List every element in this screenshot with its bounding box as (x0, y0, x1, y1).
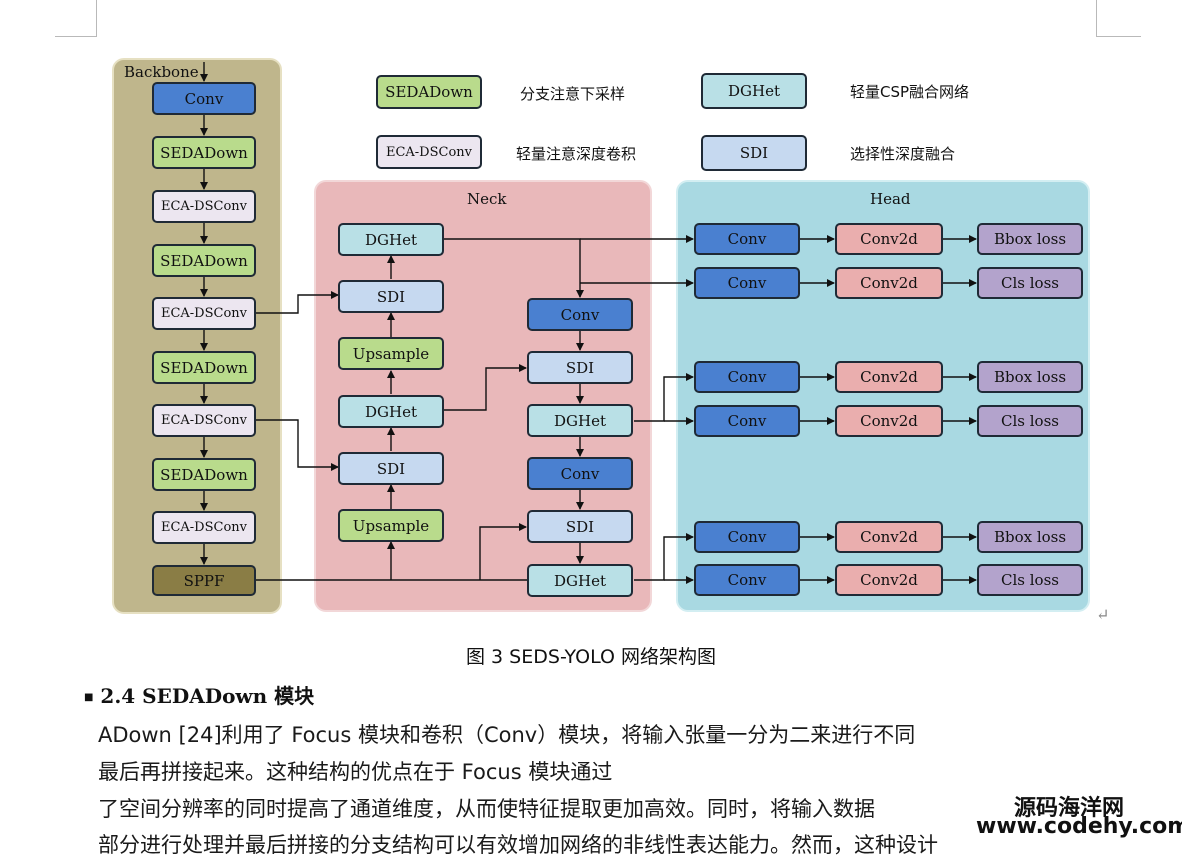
paragraph-line-2: 最后再拼接起来。这种结构的优点在于 Focus 模块通过 (98, 760, 613, 784)
paragraph-line-4: 部分进行处理并最后拼接的分支结构可以有效增加网络的非线性表达能力。然而，这种设计 (98, 833, 938, 857)
section-heading-text: 2.4 SEDADown 模块 (100, 684, 315, 708)
backbone-eca-block-4: ECA-DSConv (152, 511, 256, 544)
legend-eca-block: ECA-DSConv (376, 135, 482, 169)
watermark-title: 源码海洋网 (1014, 796, 1125, 821)
head-conv-block-2: Conv (694, 267, 800, 299)
head-bbox-loss-block-1: Bbox loss (977, 223, 1083, 255)
head-conv2d-block-5: Conv2d (835, 521, 943, 553)
neck-upsample-block-top: Upsample (338, 337, 444, 370)
head-conv-block-3: Conv (694, 361, 800, 393)
legend-dghet-block: DGHet (701, 73, 807, 109)
neck-title: Neck (467, 190, 507, 208)
legend-sedadown-block: SEDADown (376, 75, 482, 109)
head-cls-loss-block-3: Cls loss (977, 564, 1083, 596)
legend-sdi-desc: 选择性深度融合 (850, 145, 956, 163)
head-conv2d-block-6: Conv2d (835, 564, 943, 596)
neck-sdi-block-top: SDI (338, 280, 444, 313)
backbone-conv-block: Conv (152, 82, 256, 115)
head-conv2d-block-2: Conv2d (835, 267, 943, 299)
backbone-eca-block-2: ECA-DSConv (152, 297, 256, 330)
crop-mark-top-right (1096, 0, 1141, 37)
backbone-eca-block-1: ECA-DSConv (152, 190, 256, 223)
bullet-icon: ■ (84, 692, 94, 703)
legend-sedadown-desc: 分支注意下采样 (520, 85, 626, 103)
head-bbox-loss-block-2: Bbox loss (977, 361, 1083, 393)
neck-dghet-block-right-2: DGHet (527, 564, 633, 597)
neck-sdi-block-right-2: SDI (527, 510, 633, 543)
neck-dghet-block-right-1: DGHet (527, 404, 633, 437)
paragraph-line-1: ADown [24]利用了 Focus 模块和卷积（Conv）模块，将输入张量一… (98, 723, 916, 747)
head-conv-block-1: Conv (694, 223, 800, 255)
section-heading: ■ 2.4 SEDADown 模块 (84, 680, 314, 709)
legend-eca-desc: 轻量注意深度卷积 (516, 145, 637, 163)
backbone-eca-block-3: ECA-DSConv (152, 404, 256, 437)
head-conv2d-block-4: Conv2d (835, 405, 943, 437)
backbone-sedadown-block-2: SEDADown (152, 244, 256, 277)
neck-sdi-block-mid: SDI (338, 452, 444, 485)
neck-dghet-block-top: DGHet (338, 223, 444, 256)
paragraph-return-mark: ↵ (1096, 605, 1110, 624)
watermark-url: www.codehy.com (976, 814, 1182, 839)
backbone-sedadown-block-3: SEDADown (152, 351, 256, 384)
neck-conv-block-2: Conv (527, 457, 633, 490)
legend-dghet-desc: 轻量CSP融合网络 (850, 83, 970, 101)
legend-sdi-block: SDI (701, 135, 807, 171)
paragraph-line-3: 了空间分辨率的同时提高了通道维度，从而使特征提取更加高效。同时，将输入数据 (98, 797, 875, 821)
backbone-sedadown-block-4: SEDADown (152, 458, 256, 491)
neck-conv-block-1: Conv (527, 298, 633, 331)
head-title: Head (870, 190, 911, 208)
figure-caption: 图 3 SEDS-YOLO 网络架构图 (466, 646, 716, 668)
neck-upsample-block-bottom: Upsample (338, 509, 444, 542)
crop-mark-top-left (55, 0, 97, 37)
head-conv-block-5: Conv (694, 521, 800, 553)
backbone-title: Backbone (124, 63, 199, 81)
head-bbox-loss-block-3: Bbox loss (977, 521, 1083, 553)
head-conv-block-6: Conv (694, 564, 800, 596)
backbone-sedadown-block-1: SEDADown (152, 136, 256, 169)
head-conv-block-4: Conv (694, 405, 800, 437)
head-conv2d-block-1: Conv2d (835, 223, 943, 255)
head-cls-loss-block-2: Cls loss (977, 405, 1083, 437)
backbone-sppf-block: SPPF (152, 565, 256, 596)
head-conv2d-block-3: Conv2d (835, 361, 943, 393)
neck-dghet-block-mid: DGHet (338, 395, 444, 428)
head-cls-loss-block-1: Cls loss (977, 267, 1083, 299)
neck-sdi-block-right-1: SDI (527, 351, 633, 384)
